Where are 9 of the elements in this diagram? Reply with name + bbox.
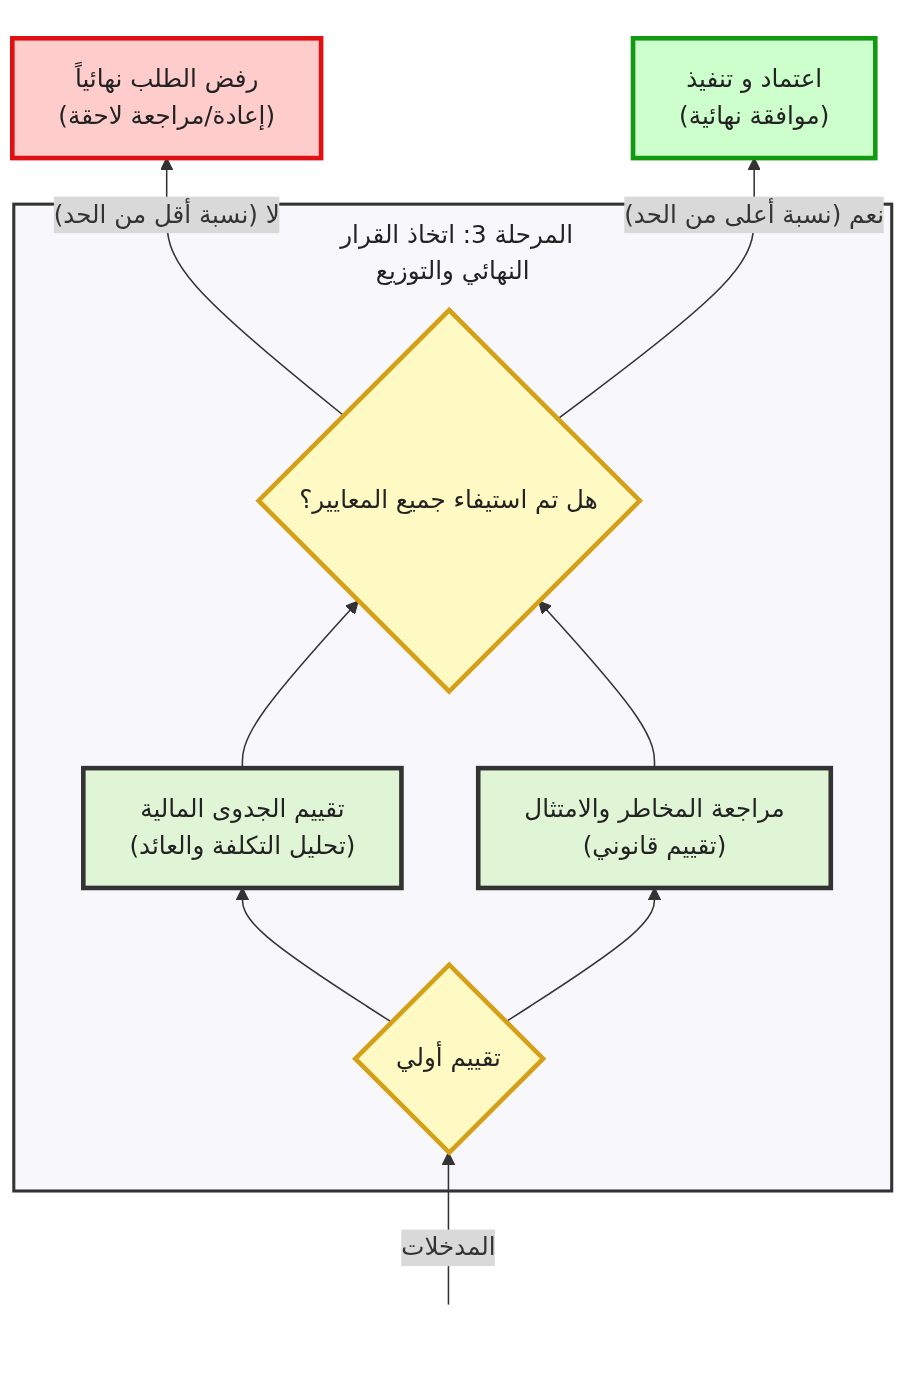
node-diamond: هل تم استيفاء جميع المعايير؟ — [255, 306, 644, 695]
edge-label: المدخلات — [401, 1232, 496, 1262]
node-box: اعتماد و تنفيذ (موافقة نهائية) — [630, 36, 878, 161]
node-diamond: تقييم أولي — [352, 961, 547, 1156]
edge-label: نعم (نسبة أعلى من الحد) — [624, 199, 885, 229]
node-box: مراجعة المخاطر والامتثال (تقييم قانوني) — [475, 765, 834, 891]
node-box: رفض الطلب نهائياً (إعادة/مراجعة لاحقة) — [10, 36, 324, 161]
node-box: تقييم الجدوى المالية (تحليل التكلفة والعائد) — [81, 765, 404, 891]
edge-label: لا (نسبة أقل من الحد) — [53, 199, 280, 229]
